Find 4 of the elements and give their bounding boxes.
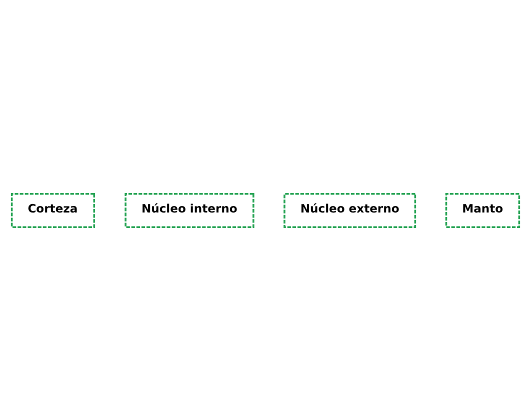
node-box: Manto (445, 192, 520, 228)
node-box: Núcleo externo (284, 192, 416, 228)
node-box: Corteza (10, 192, 96, 228)
node-box: Núcleo interno (124, 192, 254, 228)
